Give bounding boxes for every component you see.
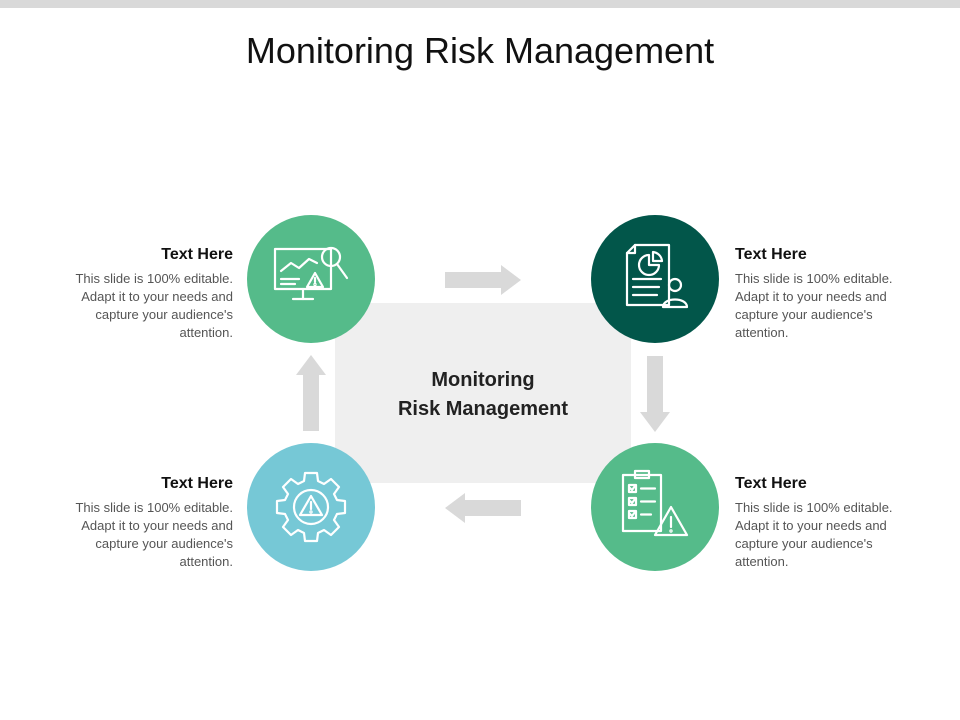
text-body: This slide is 100% editable. Adapt it to… — [735, 500, 893, 569]
circle-checklist — [591, 443, 719, 571]
text-heading: Text Here — [735, 475, 807, 492]
center-box — [335, 303, 631, 483]
text-block-bottom-left: Text Here This slide is 100% editable. A… — [63, 475, 233, 571]
text-heading: Text Here — [161, 246, 233, 263]
center-label: Monitoring Risk Management — [335, 366, 631, 424]
arrow-left — [445, 493, 521, 523]
text-heading: Text Here — [161, 475, 233, 492]
text-body: This slide is 100% editable. Adapt it to… — [735, 271, 893, 340]
text-block-top-left: Text Here This slide is 100% editable. A… — [63, 246, 233, 342]
arrow-up — [296, 355, 326, 431]
checklist-warning-icon — [621, 469, 689, 537]
report-user-icon — [625, 243, 689, 309]
center-label-line1: Monitoring — [431, 369, 535, 391]
text-heading: Text Here — [735, 246, 807, 263]
gear-warning-icon — [275, 471, 347, 543]
arrow-down — [640, 356, 670, 432]
center-label-line2: Risk Management — [397, 398, 569, 420]
text-block-top-right: Text Here This slide is 100% editable. A… — [735, 246, 905, 342]
text-block-bottom-right: Text Here This slide is 100% editable. A… — [735, 475, 905, 571]
slide-title: Monitoring Risk Management — [245, 30, 715, 71]
text-body: This slide is 100% editable. Adapt it to… — [75, 271, 233, 340]
arrow-right — [445, 265, 521, 295]
top-bar — [0, 0, 960, 8]
circle-reporting — [591, 215, 719, 343]
circle-monitoring — [247, 215, 375, 343]
monitor-chart-magnifier-warning-icon — [273, 246, 349, 301]
text-body: This slide is 100% editable. Adapt it to… — [75, 500, 233, 569]
circle-risk-settings — [247, 443, 375, 571]
